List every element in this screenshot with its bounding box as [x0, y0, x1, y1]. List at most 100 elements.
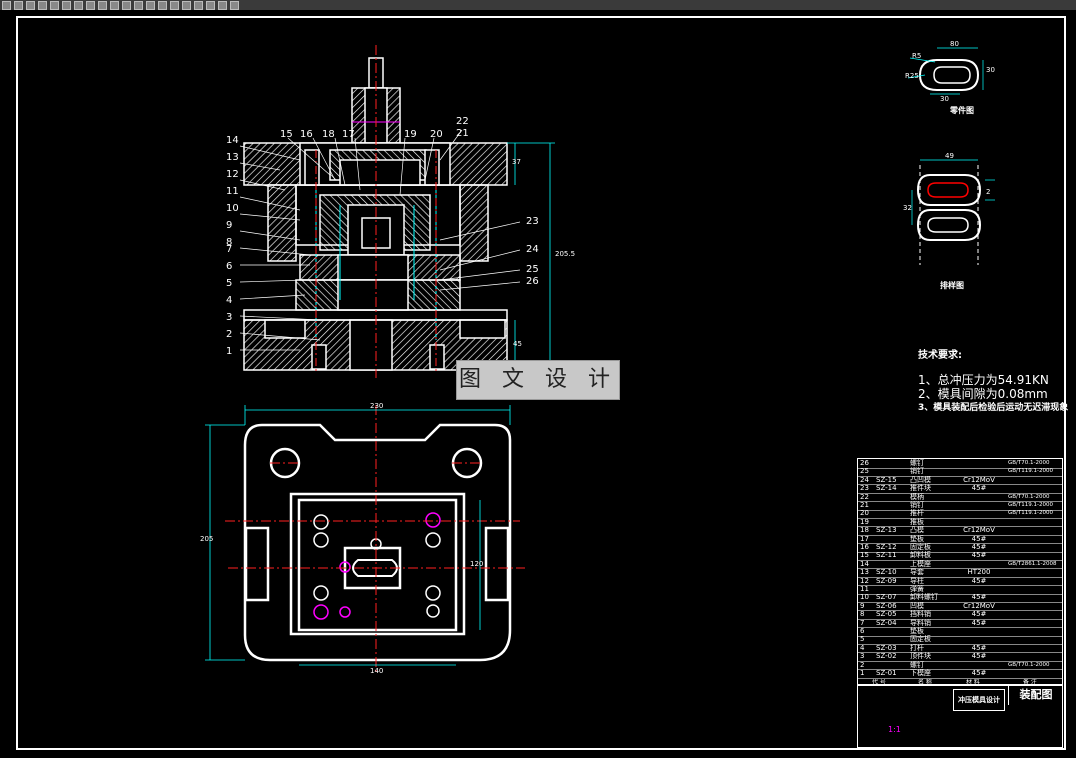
- bom-cell-code: SZ-09: [876, 576, 897, 585]
- callout-1: 1: [226, 346, 233, 357]
- bom-cell-material: HT200: [967, 568, 991, 577]
- bom-cell-name: 固定板: [910, 543, 931, 551]
- bom-cell-note: GB/T2861.1-2008: [1008, 560, 1057, 567]
- dim-plan-inner: 140: [370, 667, 384, 675]
- bom-cell-material: 45#: [971, 484, 987, 493]
- bom-cell-no: 12: [860, 576, 869, 585]
- bom-cell-material: 45#: [971, 652, 987, 661]
- title-block-drawing: 装配图: [1008, 685, 1063, 705]
- dim-strip-pitch: 32: [903, 204, 912, 212]
- toolbar-icon[interactable]: [218, 1, 227, 10]
- bom-cell-material: 45#: [971, 551, 987, 560]
- bom-cell-name: 导料销: [910, 618, 931, 627]
- bom-cell-no: 6: [860, 627, 865, 635]
- bom-row: 8 SZ-05 挡料销 45#: [858, 610, 1062, 620]
- toolbar-icon[interactable]: [38, 1, 47, 10]
- toolbar-icon[interactable]: [206, 1, 215, 10]
- bom-cell-no: 2: [860, 660, 865, 669]
- toolbar-icon[interactable]: [74, 1, 83, 10]
- bom-cell-no: 3: [860, 652, 865, 661]
- dim-front-base: 45: [513, 340, 522, 348]
- bom-cell-name: 螺钉: [910, 660, 924, 669]
- callout-23: 23: [526, 216, 539, 227]
- toolbar-icon[interactable]: [230, 1, 239, 10]
- toolbar-icon[interactable]: [146, 1, 155, 10]
- toolbar-icon[interactable]: [50, 1, 59, 10]
- callout-24: 24: [526, 244, 539, 255]
- bom-cell-no: 10: [860, 593, 869, 602]
- bom-cell-name: 挡料销: [910, 610, 931, 619]
- bom-cell-code: SZ-11: [876, 551, 897, 560]
- bom-cell-no: 24: [860, 475, 869, 484]
- toolbar-icon[interactable]: [170, 1, 179, 10]
- bom-cell-material: Cr12MoV: [963, 526, 995, 535]
- callout-18: 18: [322, 129, 335, 140]
- bom-cell-name: 导套: [910, 568, 924, 577]
- toolbar-icon[interactable]: [98, 1, 107, 10]
- toolbar: [0, 0, 1076, 10]
- bom-cell-name: 凸模: [910, 526, 924, 535]
- bom-cell-name: 销钉: [910, 501, 924, 509]
- technical-requirements: 技术要求: 1、总冲压力为54.91KN 2、模具间隙为0.08mm 3、模具装…: [918, 346, 1068, 415]
- bom-cell-no: 7: [860, 618, 865, 627]
- toolbar-icon[interactable]: [2, 1, 11, 10]
- bom-cell-code: SZ-12: [876, 543, 897, 551]
- strip-layout-label: 排样图: [940, 281, 964, 290]
- bom-cell-name: 螺钉: [910, 459, 924, 467]
- bom-cell-no: 8: [860, 610, 865, 619]
- bom-cell-material: 45#: [971, 534, 987, 543]
- bom-cell-name: 顶件块: [910, 652, 931, 661]
- bom-header-material: 材 料: [966, 679, 980, 686]
- callout-4: 4: [226, 295, 233, 306]
- bom-header-note: 备 注: [1023, 679, 1037, 686]
- bom-cell-name: 凸凹模: [910, 475, 931, 484]
- bom-cell-name: 推件块: [910, 484, 931, 493]
- bom-cell-no: 1: [860, 669, 865, 677]
- plan-dimensions: [205, 405, 511, 666]
- bom-cell-name: 下模座: [910, 669, 931, 677]
- bom-cell-no: 9: [860, 601, 865, 610]
- bom-cell-no: 23: [860, 484, 869, 493]
- bom-cell-code: SZ-05: [876, 610, 897, 619]
- bom-cell-note: GB/T119.1-2000: [1008, 510, 1053, 517]
- bom-cell-material: 45#: [971, 618, 987, 627]
- part-dimensions: [907, 47, 984, 95]
- toolbar-icon[interactable]: [26, 1, 35, 10]
- toolbar-icon[interactable]: [182, 1, 191, 10]
- callout-10: 10: [226, 203, 239, 214]
- callout-16: 16: [300, 129, 313, 140]
- bom-cell-no: 21: [860, 501, 869, 509]
- bom-cell-name: 推板: [910, 517, 924, 526]
- toolbar-icon[interactable]: [158, 1, 167, 10]
- bom-cell-material: Cr12MoV: [963, 475, 995, 484]
- bom-cell-no: 18: [860, 526, 869, 535]
- dim-part-r1: R5: [912, 52, 922, 60]
- bom-cell-material: 45#: [971, 610, 987, 619]
- plan-holes: [313, 512, 441, 620]
- toolbar-icon[interactable]: [122, 1, 131, 10]
- toolbar-icon[interactable]: [62, 1, 71, 10]
- toolbar-icon[interactable]: [194, 1, 203, 10]
- toolbar-icon[interactable]: [110, 1, 119, 10]
- callout-3: 3: [226, 312, 233, 323]
- toolbar-icon[interactable]: [14, 1, 23, 10]
- callout-15: 15: [280, 129, 293, 140]
- bom-header-name: 名 称: [918, 679, 932, 686]
- bom-cell-material: Cr12MoV: [963, 601, 995, 610]
- bom-cell-name: 导柱: [910, 576, 924, 585]
- toolbar-icon[interactable]: [134, 1, 143, 10]
- toolbar-icon[interactable]: [86, 1, 95, 10]
